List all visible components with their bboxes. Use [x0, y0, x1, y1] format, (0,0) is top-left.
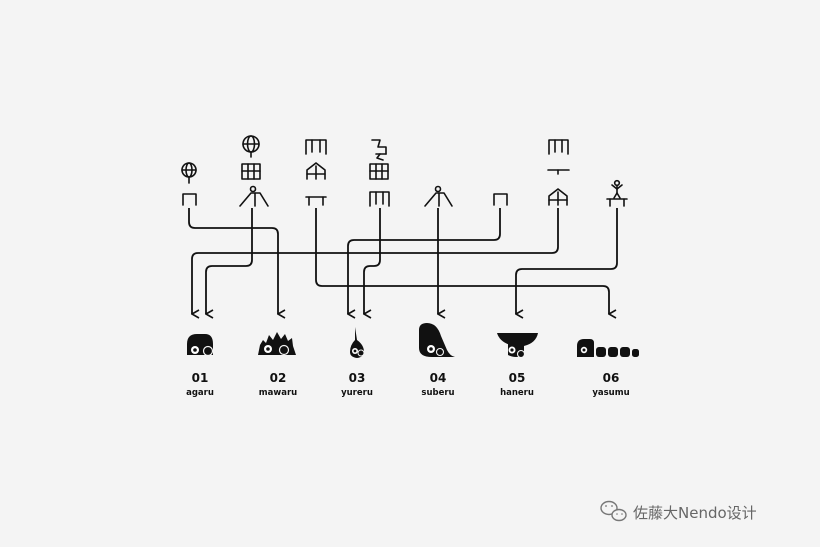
connector-line [189, 208, 278, 314]
watermark-text: 佐藤大Nendo设计 [633, 504, 757, 522]
person-on-platform-icon [607, 181, 627, 206]
item-number-01: 01 [192, 371, 209, 385]
item-number-03: 03 [349, 371, 366, 385]
connector-line [206, 208, 252, 314]
connector-line [364, 208, 380, 314]
agaru-character-icon [187, 334, 213, 356]
item-number-05: 05 [509, 371, 526, 385]
connector-line [316, 208, 609, 314]
item-label-yureru: yureru [341, 388, 373, 398]
connector-line [348, 208, 500, 314]
globe-icon [243, 136, 259, 157]
house-frame-icon [307, 163, 325, 179]
item-label-mawaru: mawaru [259, 388, 297, 398]
table-icon [306, 197, 326, 205]
swing-frame-icon [370, 192, 389, 206]
connector-line [516, 208, 617, 314]
globe-icon [182, 163, 196, 183]
monkey-bars-icon [242, 164, 260, 179]
bar-icon [494, 194, 507, 205]
house-frame-icon [549, 189, 567, 205]
connector-line [192, 208, 558, 314]
monkey-bars-icon [370, 164, 388, 179]
item-label-agaru: agaru [186, 388, 214, 398]
spring-rider-icon [372, 140, 386, 160]
mawaru-character-icon [258, 332, 296, 355]
slide-icon [425, 187, 452, 207]
item-number-06: 06 [603, 371, 620, 385]
wechat-icon [601, 502, 626, 521]
slide-icon [240, 187, 268, 207]
swing-frame-icon [306, 140, 326, 154]
item-number-02: 02 [270, 371, 287, 385]
suberu-character-icon [419, 323, 455, 357]
swing-frame-icon [549, 140, 568, 154]
item-number-04: 04 [430, 371, 447, 385]
haneru-character-icon [497, 333, 538, 358]
bar-icon [183, 194, 196, 205]
item-label-suberu: suberu [421, 388, 454, 398]
yureru-character-icon [350, 327, 364, 358]
yasumu-character-icon [577, 339, 639, 357]
item-label-haneru: haneru [500, 388, 534, 398]
item-label-yasumu: yasumu [592, 388, 629, 398]
balance-icon [548, 170, 569, 174]
